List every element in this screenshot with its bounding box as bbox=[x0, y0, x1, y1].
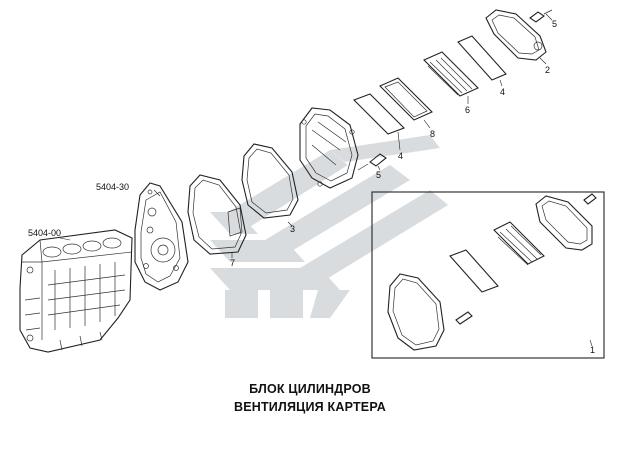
caption: БЛОК ЦИЛИНДРОВ ВЕНТИЛЯЦИЯ КАРТЕРА bbox=[234, 382, 386, 414]
filter-6-illustration bbox=[423, 51, 479, 97]
label-7: 7 bbox=[230, 258, 235, 268]
leader-lines bbox=[59, 13, 593, 347]
assembly-1-box bbox=[371, 191, 605, 359]
gasket-3-illustration bbox=[241, 143, 299, 219]
label-8: 8 bbox=[430, 129, 435, 139]
label-2: 2 bbox=[545, 65, 550, 75]
label-5-top: 5 bbox=[552, 19, 557, 29]
label-4-middle: 4 bbox=[398, 151, 403, 161]
gasket-plate-4-middle-illustration bbox=[353, 93, 405, 135]
assembly-1-contents bbox=[387, 193, 597, 351]
watermark-logo bbox=[210, 135, 448, 318]
seal-8-illustration bbox=[379, 77, 433, 121]
label-4-top: 4 bbox=[500, 87, 505, 97]
valve-cover-illustration bbox=[299, 107, 359, 189]
label-6: 6 bbox=[465, 105, 470, 115]
cylinder-block-illustration bbox=[19, 229, 133, 353]
label-5404-30: 5404-30 bbox=[96, 182, 129, 192]
gasket-7-illustration bbox=[187, 174, 247, 255]
caption-line-2: ВЕНТИЛЯЦИЯ КАРТЕРА bbox=[234, 400, 386, 414]
part-labels: 5404-00 5404-30 7 3 5 4 8 6 4 2 5 1 bbox=[28, 19, 595, 355]
breather-cover-2-illustration bbox=[485, 9, 547, 61]
bolt-5-top-illustration bbox=[529, 9, 553, 23]
label-5-middle: 5 bbox=[376, 170, 381, 180]
label-1: 1 bbox=[590, 345, 595, 355]
timing-cover-illustration bbox=[134, 182, 189, 291]
bolt-5-middle-illustration bbox=[357, 153, 387, 171]
caption-line-1: БЛОК ЦИЛИНДРОВ bbox=[249, 382, 371, 396]
label-5404-00: 5404-00 bbox=[28, 228, 61, 238]
label-3: 3 bbox=[290, 224, 295, 234]
gasket-plate-4-top-illustration bbox=[457, 35, 507, 81]
